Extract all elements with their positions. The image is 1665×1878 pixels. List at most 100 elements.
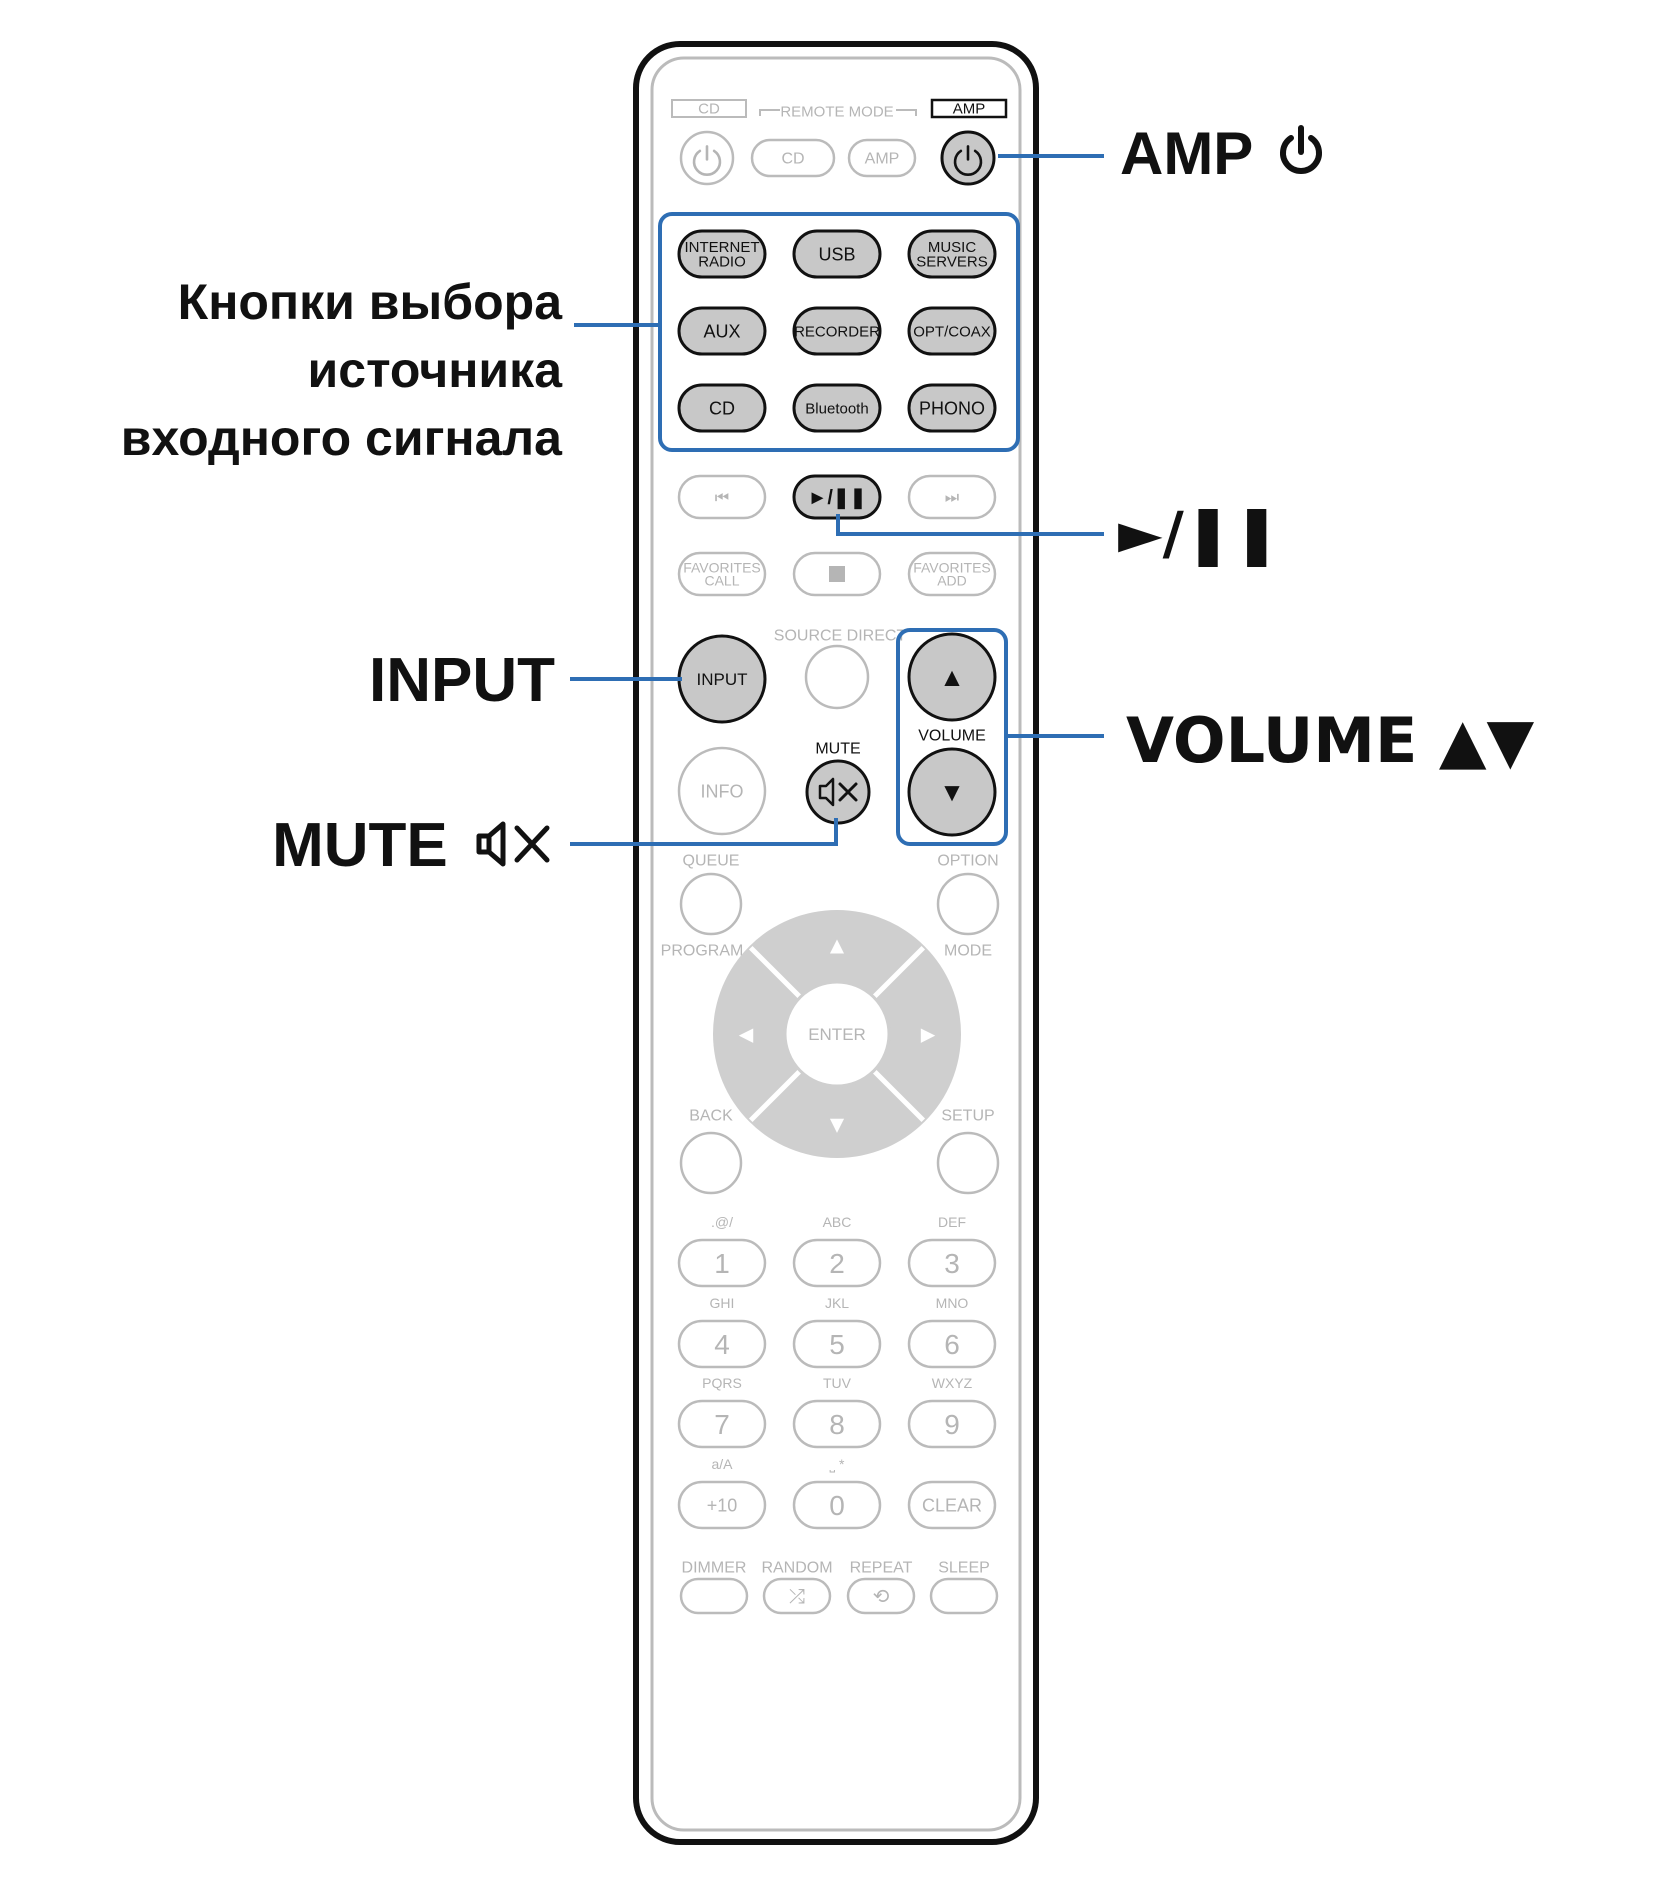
remote-mode-cd-button[interactable]: CD <box>750 138 836 178</box>
key-3-sublabel: DEF <box>938 1214 966 1230</box>
key-clear-button[interactable]: CLEAR <box>907 1480 997 1530</box>
key-3-button-label: 3 <box>944 1248 960 1279</box>
source-bluetooth-button[interactable]: Bluetooth <box>792 383 882 433</box>
source-opt-coax-button[interactable]: OPT/COAX <box>907 306 997 356</box>
source-recorder-button-shape <box>792 306 882 356</box>
back-button[interactable] <box>679 1131 743 1195</box>
enter-button[interactable] <box>783 980 891 1088</box>
key-8-sublabel: TUV <box>823 1375 852 1391</box>
program-label: PROGRAM <box>661 943 744 960</box>
key-+10-button[interactable]: +10 <box>677 1480 767 1530</box>
volume-callout: VOLUME ▲▼ <box>1126 710 1534 773</box>
next-button[interactable]: ⏭ <box>907 474 997 520</box>
key-0-button[interactable]: 0 <box>792 1480 882 1530</box>
volume-buttons-highlight <box>896 628 1008 846</box>
mute-button[interactable] <box>805 759 871 825</box>
amp-power-callout-label: AMP <box>1120 120 1253 187</box>
previous-button-shape <box>677 474 767 520</box>
queue-label: QUEUE <box>683 853 740 870</box>
source-bluetooth-button-label: Bluetooth <box>805 400 868 417</box>
mute-line-v <box>834 818 838 846</box>
input-callout: INPUT <box>369 650 555 712</box>
dimmer-label: DIMMER <box>682 1560 747 1577</box>
source-direct-button[interactable] <box>804 644 870 710</box>
previous-button[interactable]: ⏮ <box>677 474 767 520</box>
key-7-sublabel: PQRS <box>702 1375 742 1391</box>
next-button-shape <box>907 474 997 520</box>
key-5-button-shape <box>792 1319 882 1369</box>
volume-down-button[interactable]: ▼ <box>907 747 997 837</box>
source-phono-button[interactable]: PHONO <box>907 383 997 433</box>
remote-mode-amp-button[interactable]: AMP <box>847 138 917 178</box>
info-button[interactable]: INFO <box>677 746 767 836</box>
source-aux-button-label: AUX <box>703 321 740 341</box>
source-select-line <box>574 323 658 327</box>
source-select-callout: Кнопки выбора источника входного сигнала <box>121 268 562 472</box>
key-3-button[interactable]: 3 <box>907 1238 997 1288</box>
option-button[interactable] <box>936 872 1000 936</box>
source-recorder-button-label: RECORDER <box>794 323 880 340</box>
key-9-button[interactable]: 9 <box>907 1399 997 1449</box>
amp-power-line <box>998 154 1104 158</box>
key-4-button-label: 4 <box>714 1329 730 1360</box>
key-9-button-label: 9 <box>944 1409 960 1440</box>
volume-down-button-label: ▼ <box>939 777 965 807</box>
source-direct-label: SOURCE DIRECT <box>774 628 907 645</box>
key-7-button[interactable]: 7 <box>677 1399 767 1449</box>
back-button-shape <box>679 1131 743 1195</box>
cd-mode-indicator <box>671 99 747 118</box>
key-5-sublabel: JKL <box>825 1295 849 1311</box>
navigation-pad[interactable]: ENTER▲▼◄► <box>713 910 961 1158</box>
key-7-button-shape <box>677 1399 767 1449</box>
source-opt-coax-button-label: OPT/COAX <box>913 323 991 340</box>
key-+10-sublabel: a/A <box>711 1456 733 1472</box>
sleep-button[interactable] <box>929 1577 999 1615</box>
cd-mode-indicator-label: CD <box>698 100 720 117</box>
key-8-button[interactable]: 8 <box>792 1399 882 1449</box>
source-phono-button-label: PHONO <box>919 398 985 418</box>
source-aux-button[interactable]: AUX <box>677 306 767 356</box>
input-callout-label: INPUT <box>369 646 555 715</box>
cd-power-button[interactable] <box>679 130 735 186</box>
volume-up-button[interactable]: ▲ <box>907 632 997 722</box>
random-button[interactable]: ⤮ <box>762 1577 832 1615</box>
queue-button[interactable] <box>679 872 743 936</box>
source-select-callout-line-2: источника <box>307 342 562 398</box>
play-pause-button[interactable]: ►/❚❚ <box>792 474 882 520</box>
key-6-button[interactable]: 6 <box>907 1319 997 1369</box>
source-usb-button[interactable]: USB <box>792 229 882 279</box>
input-button[interactable]: INPUT <box>677 634 767 724</box>
key-0-sublabel: ⎵ * <box>830 1456 845 1473</box>
key-clear-button-label: CLEAR <box>922 1495 982 1515</box>
source-cd-button[interactable]: CD <box>677 383 767 433</box>
dimmer-button[interactable] <box>679 1577 749 1615</box>
key-2-button[interactable]: 2 <box>792 1238 882 1288</box>
stop-button[interactable] <box>792 551 882 597</box>
remote-mode-cd-button-shape <box>750 138 836 178</box>
amp-power-button[interactable] <box>940 130 996 186</box>
key-1-button[interactable]: 1 <box>677 1238 767 1288</box>
remote-mode-amp-button-label: AMP <box>865 151 900 168</box>
key-6-button-label: 6 <box>944 1329 960 1360</box>
navigation-divider <box>748 945 805 1002</box>
setup-button[interactable] <box>936 1131 1000 1195</box>
remote-mode-amp-button-shape <box>847 138 917 178</box>
key-clear-button-shape <box>907 1480 997 1530</box>
volume-label: VOLUME <box>918 728 986 745</box>
volume-callout-label: VOLUME ▲▼ <box>1126 704 1535 777</box>
amp-power-callout: AMP <box>1120 124 1325 184</box>
skip-forward-icon: ⏭ <box>945 490 959 507</box>
input-line <box>570 677 682 681</box>
source-recorder-button[interactable]: RECORDER <box>792 306 882 356</box>
key-5-button[interactable]: 5 <box>792 1319 882 1369</box>
key-4-button[interactable]: 4 <box>677 1319 767 1369</box>
repeat-button[interactable]: ⟲ <box>846 1577 916 1615</box>
arrow-down-icon: ▼ <box>825 1111 849 1138</box>
